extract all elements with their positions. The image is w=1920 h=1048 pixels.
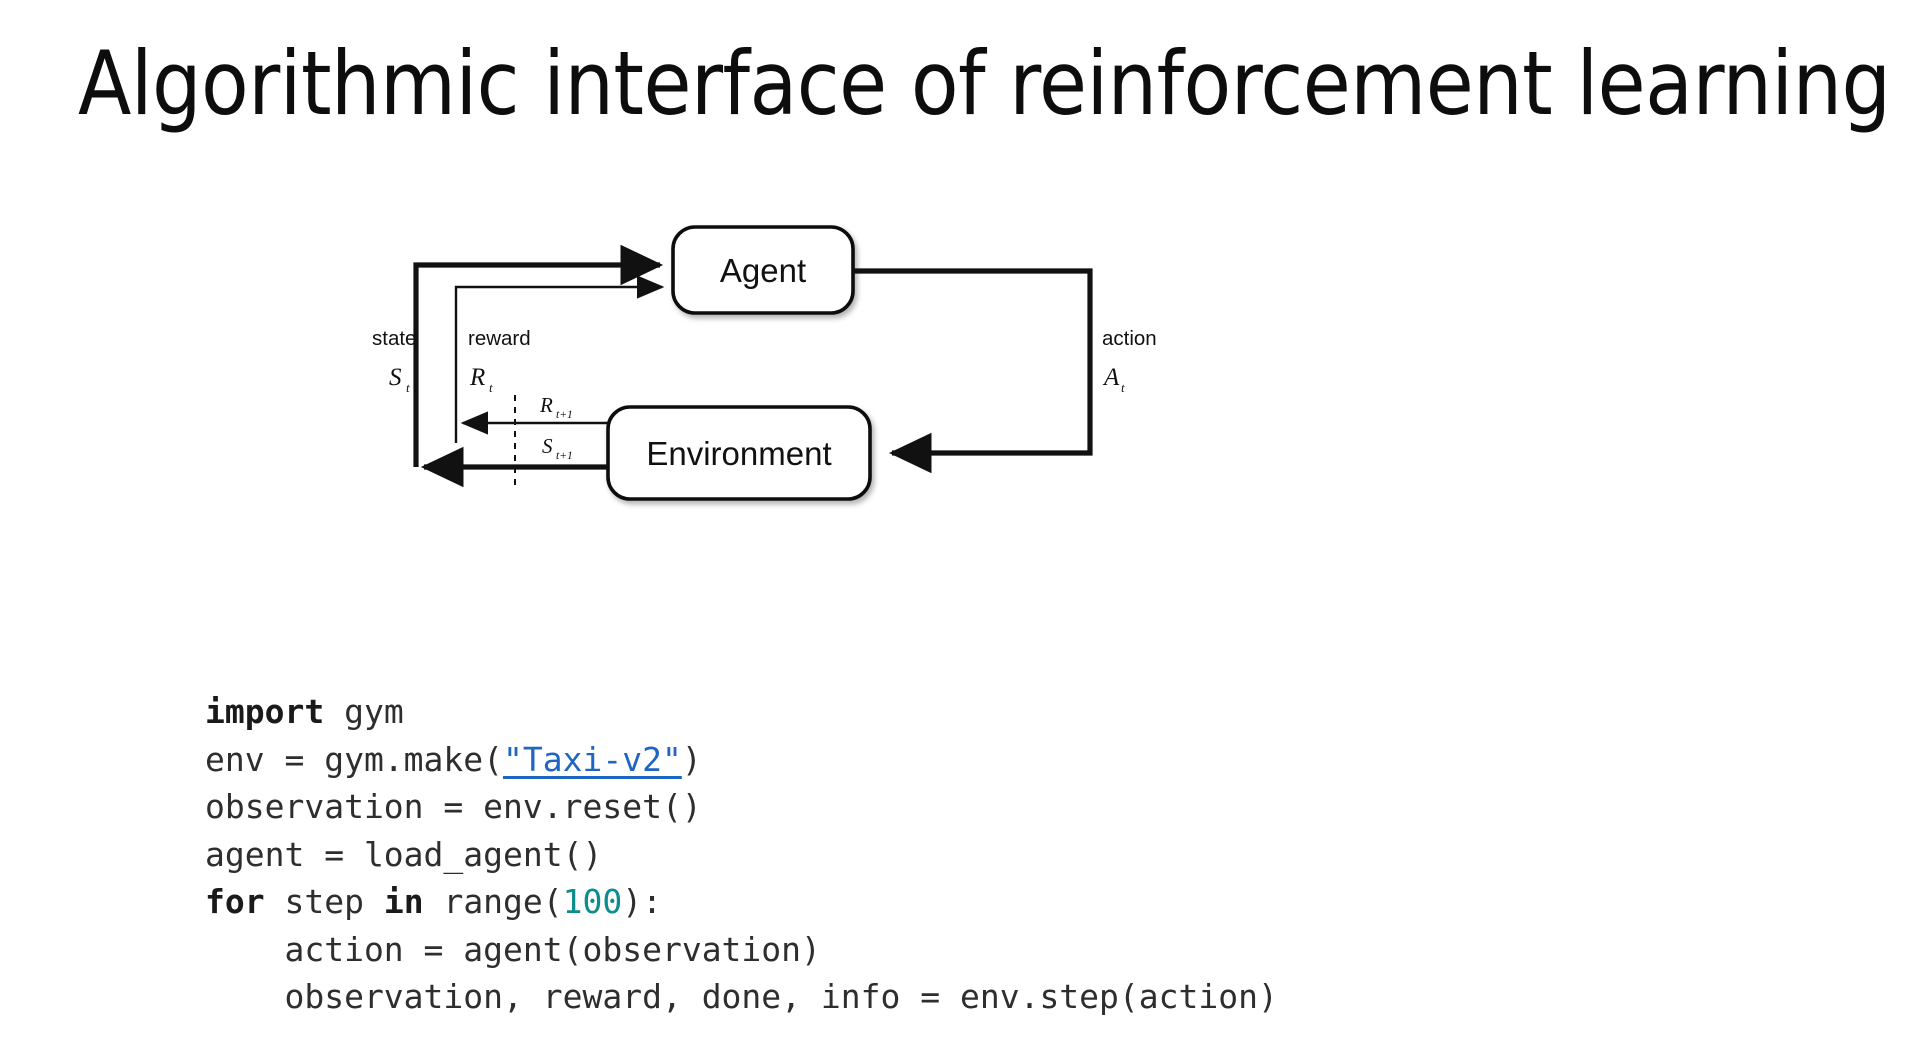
action-subscript: t [1121, 380, 1125, 395]
code-text: agent = load_agent() [205, 834, 603, 874]
agent-environment-diagram: Agent Environment [372, 205, 1180, 525]
reward-label: reward [468, 327, 531, 350]
code-text: observation, reward, done, info = env.st… [205, 977, 1278, 1016]
state-subscript: t [406, 380, 410, 395]
code-env-id-link[interactable]: "Taxi-v2" [503, 739, 682, 779]
reward-subscript: t [489, 380, 493, 395]
code-line: for step in range(100): [205, 878, 1278, 926]
reward-symbol: R [469, 364, 485, 391]
code-text: env = gym.make( [205, 739, 504, 779]
code-line: env = gym.make("Taxi-v2") [205, 736, 1278, 784]
next-reward-subscript: t+1 [556, 409, 573, 421]
code-keyword: for [205, 882, 265, 921]
agent-node: Agent [671, 225, 855, 315]
next-state-label-group: S t+1 [542, 434, 573, 462]
code-keyword: in [383, 882, 424, 921]
state-label: state [372, 327, 416, 350]
code-text: range( [423, 882, 563, 921]
code-text: gym [324, 692, 404, 731]
environment-node: Environment [606, 405, 872, 501]
reward-arrow [454, 275, 665, 443]
code-line: agent = load_agent() [205, 831, 1278, 879]
code-line: observation, reward, done, info = env.st… [205, 973, 1278, 1021]
code-keyword: import [205, 692, 325, 731]
action-symbol: A [1102, 364, 1120, 391]
state-symbol: S [389, 364, 402, 391]
code-text: action = agent(observation) [205, 929, 821, 969]
code-line: action = agent(observation) [205, 926, 1278, 974]
action-label-group: action A t [1102, 327, 1157, 395]
next-state-symbol: S [542, 434, 553, 458]
code-text: ) [681, 739, 702, 779]
action-arrow [853, 268, 1093, 474]
code-text: step [264, 882, 384, 921]
code-line: observation = env.reset() [205, 783, 1278, 831]
action-label: action [1102, 327, 1157, 350]
agent-node-label: Agent [720, 252, 806, 289]
environment-node-label: Environment [646, 435, 831, 472]
state-label-group: state S t [372, 327, 416, 395]
code-number: 100 [562, 882, 623, 921]
next-state-subscript: t+1 [556, 450, 573, 462]
code-text: ): [622, 882, 663, 921]
code-line: import gym [205, 688, 1278, 736]
page-title: Algorithmic interface of reinforcement l… [78, 32, 1891, 135]
next-reward-label-group: R t+1 [539, 393, 573, 421]
code-text: observation = env.reset() [205, 787, 702, 826]
reward-label-group: reward R t [468, 327, 531, 395]
state-arrow [413, 244, 664, 467]
next-reward-symbol: R [539, 393, 553, 417]
